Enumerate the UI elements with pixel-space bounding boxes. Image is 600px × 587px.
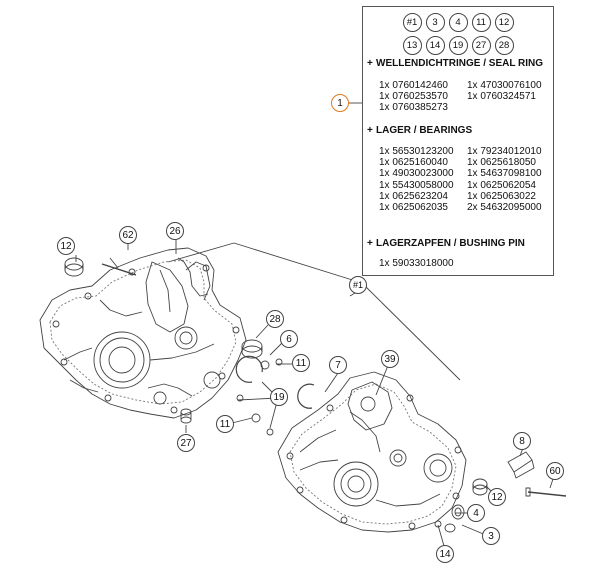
- kit-item-circle: 12: [494, 13, 514, 32]
- part-list: 1x 56530123200 1x 79234012010 1x 0625160…: [379, 146, 559, 213]
- part-number: 1x 0760142460: [379, 80, 448, 91]
- callout-26[interactable]: 26: [166, 222, 184, 240]
- callout-7[interactable]: 7: [329, 356, 347, 374]
- part-number: 1x 79234012010: [467, 146, 542, 157]
- section-title: WELLENDICHTRINGE / SEAL RING: [376, 58, 544, 69]
- kit-item-circle: 19: [448, 36, 468, 55]
- part-number: 1x 0760385273: [379, 102, 448, 114]
- kit-item-circle: 13: [402, 36, 422, 55]
- callout-12[interactable]: 12: [488, 488, 506, 506]
- part-list: 1x 0760142460 1x 47030076100 1x 07602535…: [379, 80, 559, 114]
- part-number: 1x 54637098100: [467, 168, 542, 180]
- left-case-outline: [39, 247, 247, 419]
- kit-item-circle: 4: [448, 13, 468, 32]
- part-number: 1x 59033018000: [379, 258, 454, 269]
- callout-14[interactable]: 14: [436, 545, 454, 563]
- kit-circle-row-2: 13 14 19 27 28: [363, 36, 553, 55]
- part-number: 1x 0760324571: [467, 91, 536, 103]
- kit-item-circle: 11: [471, 13, 491, 32]
- kit-contents: #1 3 4 11 12 13 14 19 27 28: [363, 13, 553, 59]
- part-number: 1x 0625063022: [467, 190, 536, 202]
- plus-icon: +: [367, 58, 373, 69]
- callout-60[interactable]: 60: [546, 462, 564, 480]
- callout-12[interactable]: 12: [57, 237, 75, 255]
- kit-item-circle: 14: [425, 36, 445, 55]
- part-number: 1x 56530123200: [379, 146, 454, 157]
- section-bushing-pin: +LAGERZAPFEN / BUSHING PIN 1x 5903301800…: [367, 238, 559, 269]
- part-number: 1x 49030023000: [379, 168, 454, 180]
- kit-item-circle: 27: [471, 36, 491, 55]
- callout-39[interactable]: 39: [381, 350, 399, 368]
- callout-6[interactable]: 6: [280, 330, 298, 348]
- callout-27[interactable]: 27: [177, 434, 195, 452]
- section-bearings: +LAGER / BEARINGS 1x 56530123200 1x 7923…: [367, 125, 559, 213]
- callout-8[interactable]: 8: [513, 432, 531, 450]
- right-case-outline: [277, 371, 467, 533]
- callout-28[interactable]: 28: [266, 310, 284, 328]
- callout-19[interactable]: 19: [270, 388, 288, 406]
- callout-1[interactable]: 1: [331, 94, 349, 112]
- part-number: 1x 0625623204: [379, 190, 448, 202]
- part-number: 1x 0760253570: [379, 91, 448, 103]
- part-number: 1x 47030076100: [467, 80, 542, 91]
- callout-kit[interactable]: #1: [349, 276, 367, 294]
- kit-item-circle: #1: [402, 13, 422, 32]
- kit-item-circle: 28: [494, 36, 514, 55]
- section-title: LAGER / BEARINGS: [376, 125, 473, 136]
- callout-62[interactable]: 62: [119, 226, 137, 244]
- part-list: 1x 59033018000: [379, 258, 559, 269]
- part-number: 1x 55430058000: [379, 179, 454, 191]
- plus-icon: +: [367, 238, 373, 249]
- part-number: 1x 0625062035: [379, 202, 448, 214]
- part-number: 2x 54632095000: [467, 202, 542, 214]
- part-number: 1x 0625160040: [379, 157, 448, 169]
- callout-4[interactable]: 4: [467, 504, 485, 522]
- section-seal-rings: +WELLENDICHTRINGE / SEAL RING 1x 0760142…: [367, 58, 559, 114]
- plus-icon: +: [367, 125, 373, 136]
- part-number: 1x 0625062054: [467, 179, 536, 191]
- parts-kit-box: #1 3 4 11 12 13 14 19 27 28 +WELLENDICHT…: [362, 6, 554, 276]
- part-number: 1x 0625618050: [467, 157, 536, 169]
- section-title: LAGERZAPFEN / BUSHING PIN: [376, 238, 525, 249]
- kit-item-circle: 3: [425, 13, 445, 32]
- kit-circle-row-1: #1 3 4 11 12: [363, 13, 553, 32]
- callout-11[interactable]: 11: [216, 415, 234, 433]
- callout-3[interactable]: 3: [482, 527, 500, 545]
- callout-11[interactable]: 11: [292, 354, 310, 372]
